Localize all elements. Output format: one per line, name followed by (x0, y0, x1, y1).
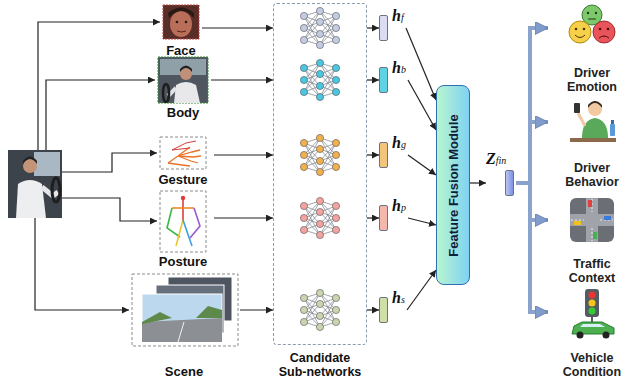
scene-frames (132, 274, 238, 346)
flow-arrow (202, 27, 273, 28)
body-crop (158, 57, 208, 103)
vector-bar (379, 67, 388, 93)
flow-arrow (211, 79, 273, 80)
vector-bar (379, 205, 388, 231)
flow-arrow (214, 154, 273, 155)
scene-thumbnail: Scene (128, 272, 240, 379)
vector-bar (379, 297, 388, 323)
output-arrow (516, 122, 548, 183)
flow-arrow (406, 28, 436, 100)
flow-arrow (408, 80, 436, 130)
node-label: Body (167, 105, 200, 120)
output-arrow (516, 183, 548, 312)
flow-arrow (240, 309, 273, 310)
flow-arrow (367, 27, 379, 28)
traffic-icon (570, 198, 614, 242)
vector-bar (505, 170, 514, 196)
emotion-icon (569, 5, 615, 43)
node-label: Vehicle Condition (553, 351, 631, 379)
subnetwork-group: Candidate Sub-networks (273, 3, 367, 379)
gesture-keypoints (160, 137, 206, 169)
node-label: Traffic Context (553, 257, 631, 285)
node-label: Feature Fusion Module (446, 114, 461, 256)
node-label: hb (392, 59, 406, 78)
behavior-icon (570, 101, 616, 142)
feature-vector: hf (379, 7, 406, 43)
node-label: Driver Emotion (553, 66, 631, 94)
flow-arrow (470, 182, 486, 183)
node-label: hg (392, 134, 406, 153)
feature-vector: hs (379, 289, 407, 325)
driver-photo (8, 150, 62, 218)
fused-feature: Zfin (486, 150, 516, 198)
flow-arrow (367, 309, 379, 310)
branch-line (35, 22, 160, 310)
vector-bar (379, 15, 388, 41)
node-label: Driver Behavior (553, 161, 631, 189)
task-output: Vehicle Condition (548, 287, 636, 379)
task-output: Driver Emotion (548, 2, 636, 94)
node-label: Gesture (158, 172, 207, 187)
flow-arrow (408, 218, 436, 225)
flow-arrow (408, 155, 436, 175)
vector-bar (379, 142, 388, 168)
node-label: Zfin (486, 150, 506, 169)
node-label: Posture (159, 254, 207, 269)
gesture-thumbnail: Gesture (152, 135, 214, 187)
feature-vector: hp (379, 197, 408, 233)
task-output: Driver Behavior (548, 97, 636, 189)
face-crop (163, 5, 199, 39)
posture-skeleton (160, 191, 206, 252)
posture-thumbnail: Posture (152, 189, 214, 269)
vehicle-icon (572, 289, 614, 339)
feature-vector: hg (379, 134, 408, 170)
task-output: Traffic Context (548, 193, 636, 285)
dashed-frame (273, 3, 367, 345)
node-label: hf (392, 7, 404, 26)
flow-arrow (367, 217, 379, 218)
neural-net-icon (300, 7, 339, 330)
node-label: Scene (165, 364, 203, 379)
node-label: Candidate Sub-networks (276, 351, 364, 379)
output-arrow (516, 28, 548, 183)
node-label: Face (166, 43, 196, 58)
node-label: hp (392, 197, 406, 216)
flow-arrow (367, 79, 379, 80)
flow-arrow (367, 154, 379, 155)
flow-arrow (407, 270, 436, 310)
node-label: hs (392, 289, 405, 308)
flow-arrow (214, 217, 273, 218)
fusion-module: Feature Fusion Module (436, 85, 470, 285)
face-thumbnail: Face (160, 4, 202, 58)
feature-vector: hb (379, 59, 408, 95)
body-thumbnail: Body (155, 55, 211, 120)
